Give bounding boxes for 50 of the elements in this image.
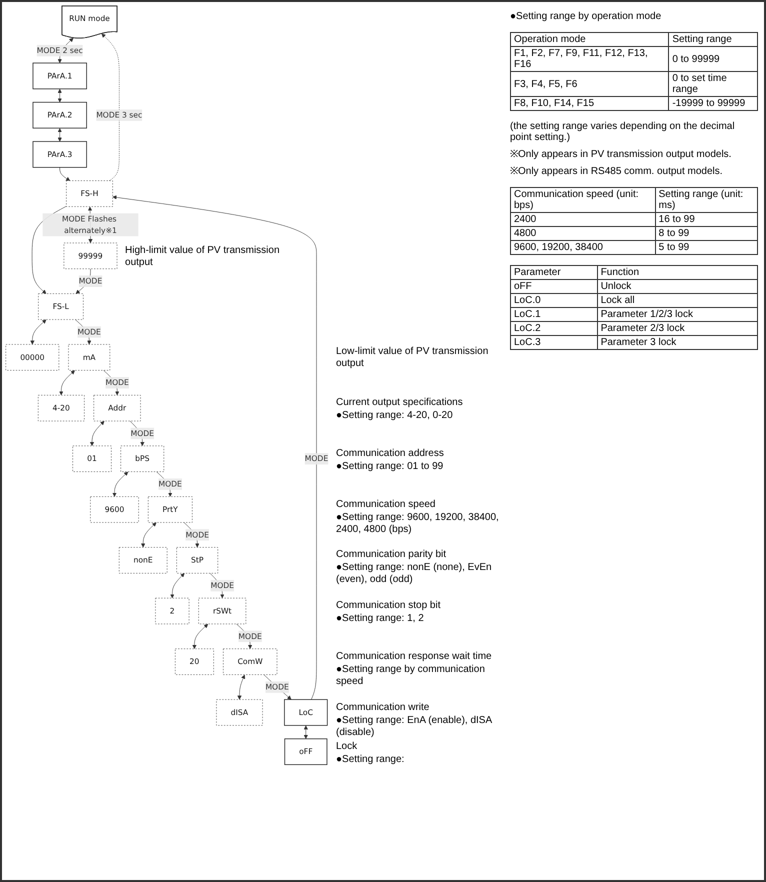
table-cell: 0 to 99999: [668, 46, 758, 72]
description-text: Communication response wait time: [336, 650, 493, 663]
table-cell: 2400: [510, 212, 656, 226]
description-text: Low-limit value of PV transmission output: [336, 346, 490, 370]
table-cell: -19999 to 99999: [668, 96, 758, 110]
table-cell: Parameter 1/2/3 lock: [597, 308, 758, 322]
table-cell: Setting range: [668, 32, 758, 46]
description-text: Communication address: [336, 448, 445, 460]
table-cell: 5 to 99: [655, 240, 758, 254]
note-text: ※Only appears in RS485 comm. output models.: [510, 165, 724, 177]
table-cell: F1, F2, F7, F9, F11, F12, F13, F16: [510, 46, 669, 72]
description-text: ●Setting range: 9600, 19200, 38400, 2400, 4800 (bps): [336, 512, 500, 536]
table-cell: LoC.2: [510, 322, 598, 336]
description-text: High-limit value of PV transmission output: [125, 244, 281, 269]
description-text: ●Setting range: nonE (none), EvEn (even), odd (odd): [336, 562, 493, 586]
table-cell: Parameter 2/3 lock: [597, 322, 758, 336]
table-cell: Lock all: [597, 294, 758, 308]
description-text: Communication parity bit: [336, 549, 448, 562]
description-text: Communication speed: [336, 498, 436, 511]
description-text: Communication stop bit: [336, 600, 442, 612]
table-cell: LoC.0: [510, 294, 598, 308]
table-cell: oFF: [510, 280, 598, 294]
table-cell: 16 to 99: [655, 212, 758, 226]
table-cell: Operation mode: [510, 32, 669, 46]
table-cell: Function: [597, 266, 758, 280]
table-cell: Communication speed (unit: bps): [510, 188, 656, 212]
table-cell: Unlock: [597, 280, 758, 294]
description-text: ●Setting range: 01 to 99: [336, 460, 444, 473]
table-cell: LoC.1: [510, 308, 598, 322]
description-text: ●Setting range: 4-20, 0-20: [336, 410, 454, 422]
description-text: Lock: [336, 740, 358, 753]
table-cell: Parameter 3 lock: [597, 336, 758, 350]
note-text: (the setting range varies depending on the decimal point setting.): [510, 121, 736, 143]
table-cell: 0 to set time range: [668, 72, 758, 96]
table-cell: F3, F4, F5, F6: [510, 72, 669, 96]
description-text: ●Setting range: 1, 2: [336, 613, 425, 626]
table-cell: Parameter: [510, 266, 598, 280]
table-cell: F8, F10, F14, F15: [510, 96, 669, 110]
description-text: ●Setting range: EnA (enable), dISA (disable): [336, 714, 493, 739]
description-text: Current output specifications: [336, 397, 464, 410]
table-cell: 9600, 19200, 38400: [510, 240, 656, 254]
table-cell: 4800: [510, 226, 656, 240]
description-text: ●Setting range by communication speed: [336, 664, 486, 688]
note-text: ●Setting range by operation mode: [510, 11, 662, 22]
description-text: Communication write: [336, 702, 430, 714]
note-text: ※Only appears in PV transmission output models.: [510, 148, 732, 160]
table-cell: 8 to 99: [655, 226, 758, 240]
table-cell: LoC.3: [510, 336, 598, 350]
table-cell: Setting range (unit: ms): [655, 188, 758, 212]
description-text: ●Setting range:: [336, 754, 406, 766]
